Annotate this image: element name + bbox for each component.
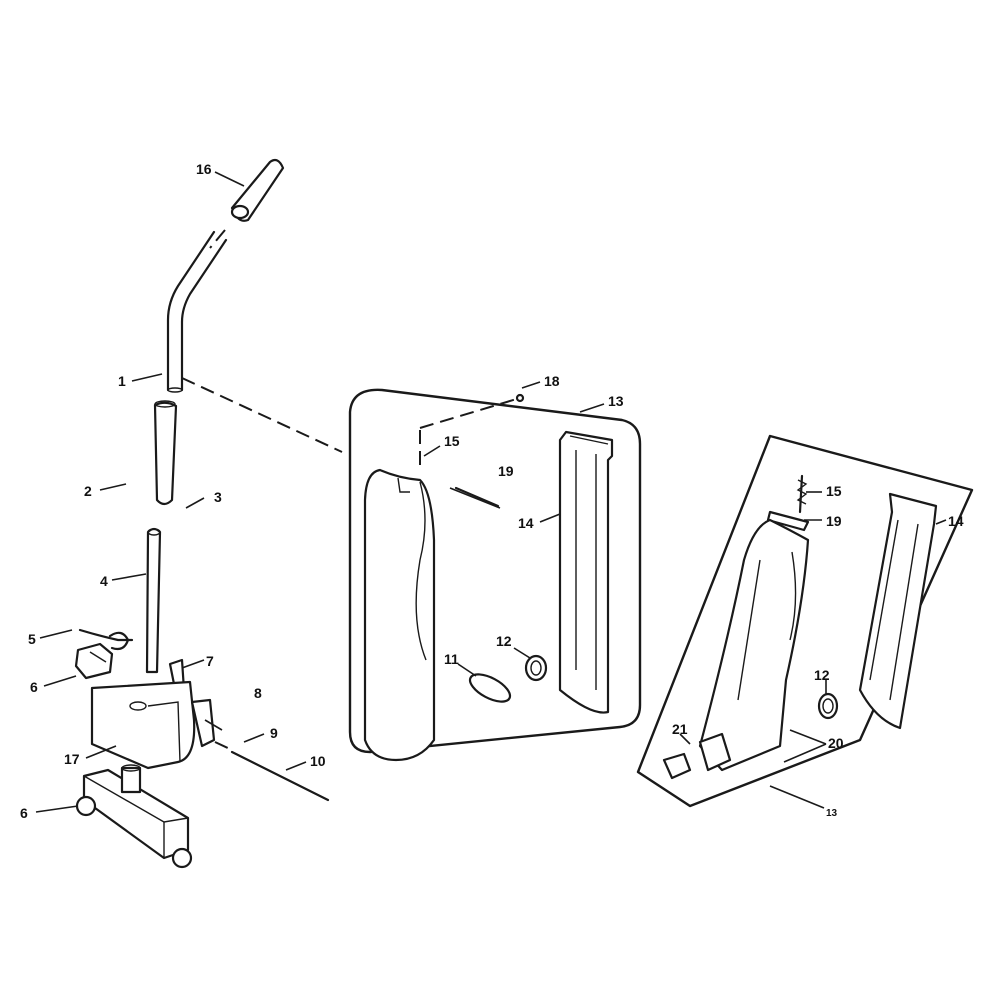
rod-19-right (766, 510, 810, 532)
callout-14-left: 14 (518, 515, 534, 531)
handle-to-kit-line (181, 377, 343, 453)
callout-11: 11 (444, 651, 459, 667)
yoke-17 (90, 680, 216, 770)
inner-bag-left (363, 468, 436, 762)
base-plate-6 (75, 764, 193, 869)
middle-handle-tube-2 (153, 400, 178, 506)
rod-19-left (454, 486, 500, 508)
clip-guide-line (419, 397, 521, 429)
adapter-21 (662, 752, 692, 780)
callout-4: 4 (100, 573, 108, 589)
kit-outline-right (636, 434, 974, 808)
bail-5 (78, 628, 134, 651)
callout-6-base: 6 (20, 805, 28, 821)
callout-10: 10 (310, 753, 326, 769)
upper-handle-tube-1 (166, 230, 228, 393)
callout-2: 2 (84, 483, 92, 499)
callout-5: 5 (28, 631, 36, 647)
handle-bail-bracket-6 (74, 642, 114, 680)
axle-10 (230, 750, 330, 802)
callout-17: 17 (64, 751, 80, 767)
outer-bag-14-right (858, 492, 938, 730)
leader-lines (35, 171, 947, 813)
callout-7: 7 (206, 653, 214, 669)
callout-19-right: 19 (826, 513, 842, 529)
fasteners-20 (783, 729, 827, 763)
callout-9: 9 (270, 725, 278, 741)
callout-19-left: 19 (498, 463, 514, 479)
callout-15-right: 15 (826, 483, 842, 499)
callout-13-left: 13 (608, 393, 624, 409)
callout-12-right: 12 (814, 667, 830, 683)
bag-assembly-right (698, 518, 810, 772)
lower-handle-tube-4 (145, 527, 162, 674)
callout-21: 21 (672, 721, 688, 737)
ring-12-right (817, 692, 839, 720)
callout-15-left: 15 (444, 433, 460, 449)
callout-18: 18 (544, 373, 560, 389)
callout-8: 8 (254, 685, 262, 701)
rod-19-outline (449, 487, 501, 509)
callout-20: 20 (828, 735, 844, 751)
callout-16: 16 (196, 161, 212, 177)
callout-14-right: 14 (948, 513, 964, 529)
washer-9 (214, 741, 233, 751)
collar-11-left (468, 673, 512, 703)
handle-grip-16 (230, 158, 285, 222)
outer-bag-14-left (558, 430, 614, 714)
screw-8 (204, 719, 223, 731)
callout-3: 3 (214, 489, 222, 505)
grip-guide-line (209, 229, 226, 249)
callout-1: 1 (118, 373, 126, 389)
spring-15-right (796, 474, 808, 514)
callout-6-bracket: 6 (30, 679, 38, 695)
kit-outline-left (348, 388, 642, 754)
ring-12-left (524, 654, 548, 682)
callout-13-right: 13 (826, 808, 838, 819)
clip-18 (515, 393, 525, 403)
callout-12-left: 12 (496, 633, 512, 649)
